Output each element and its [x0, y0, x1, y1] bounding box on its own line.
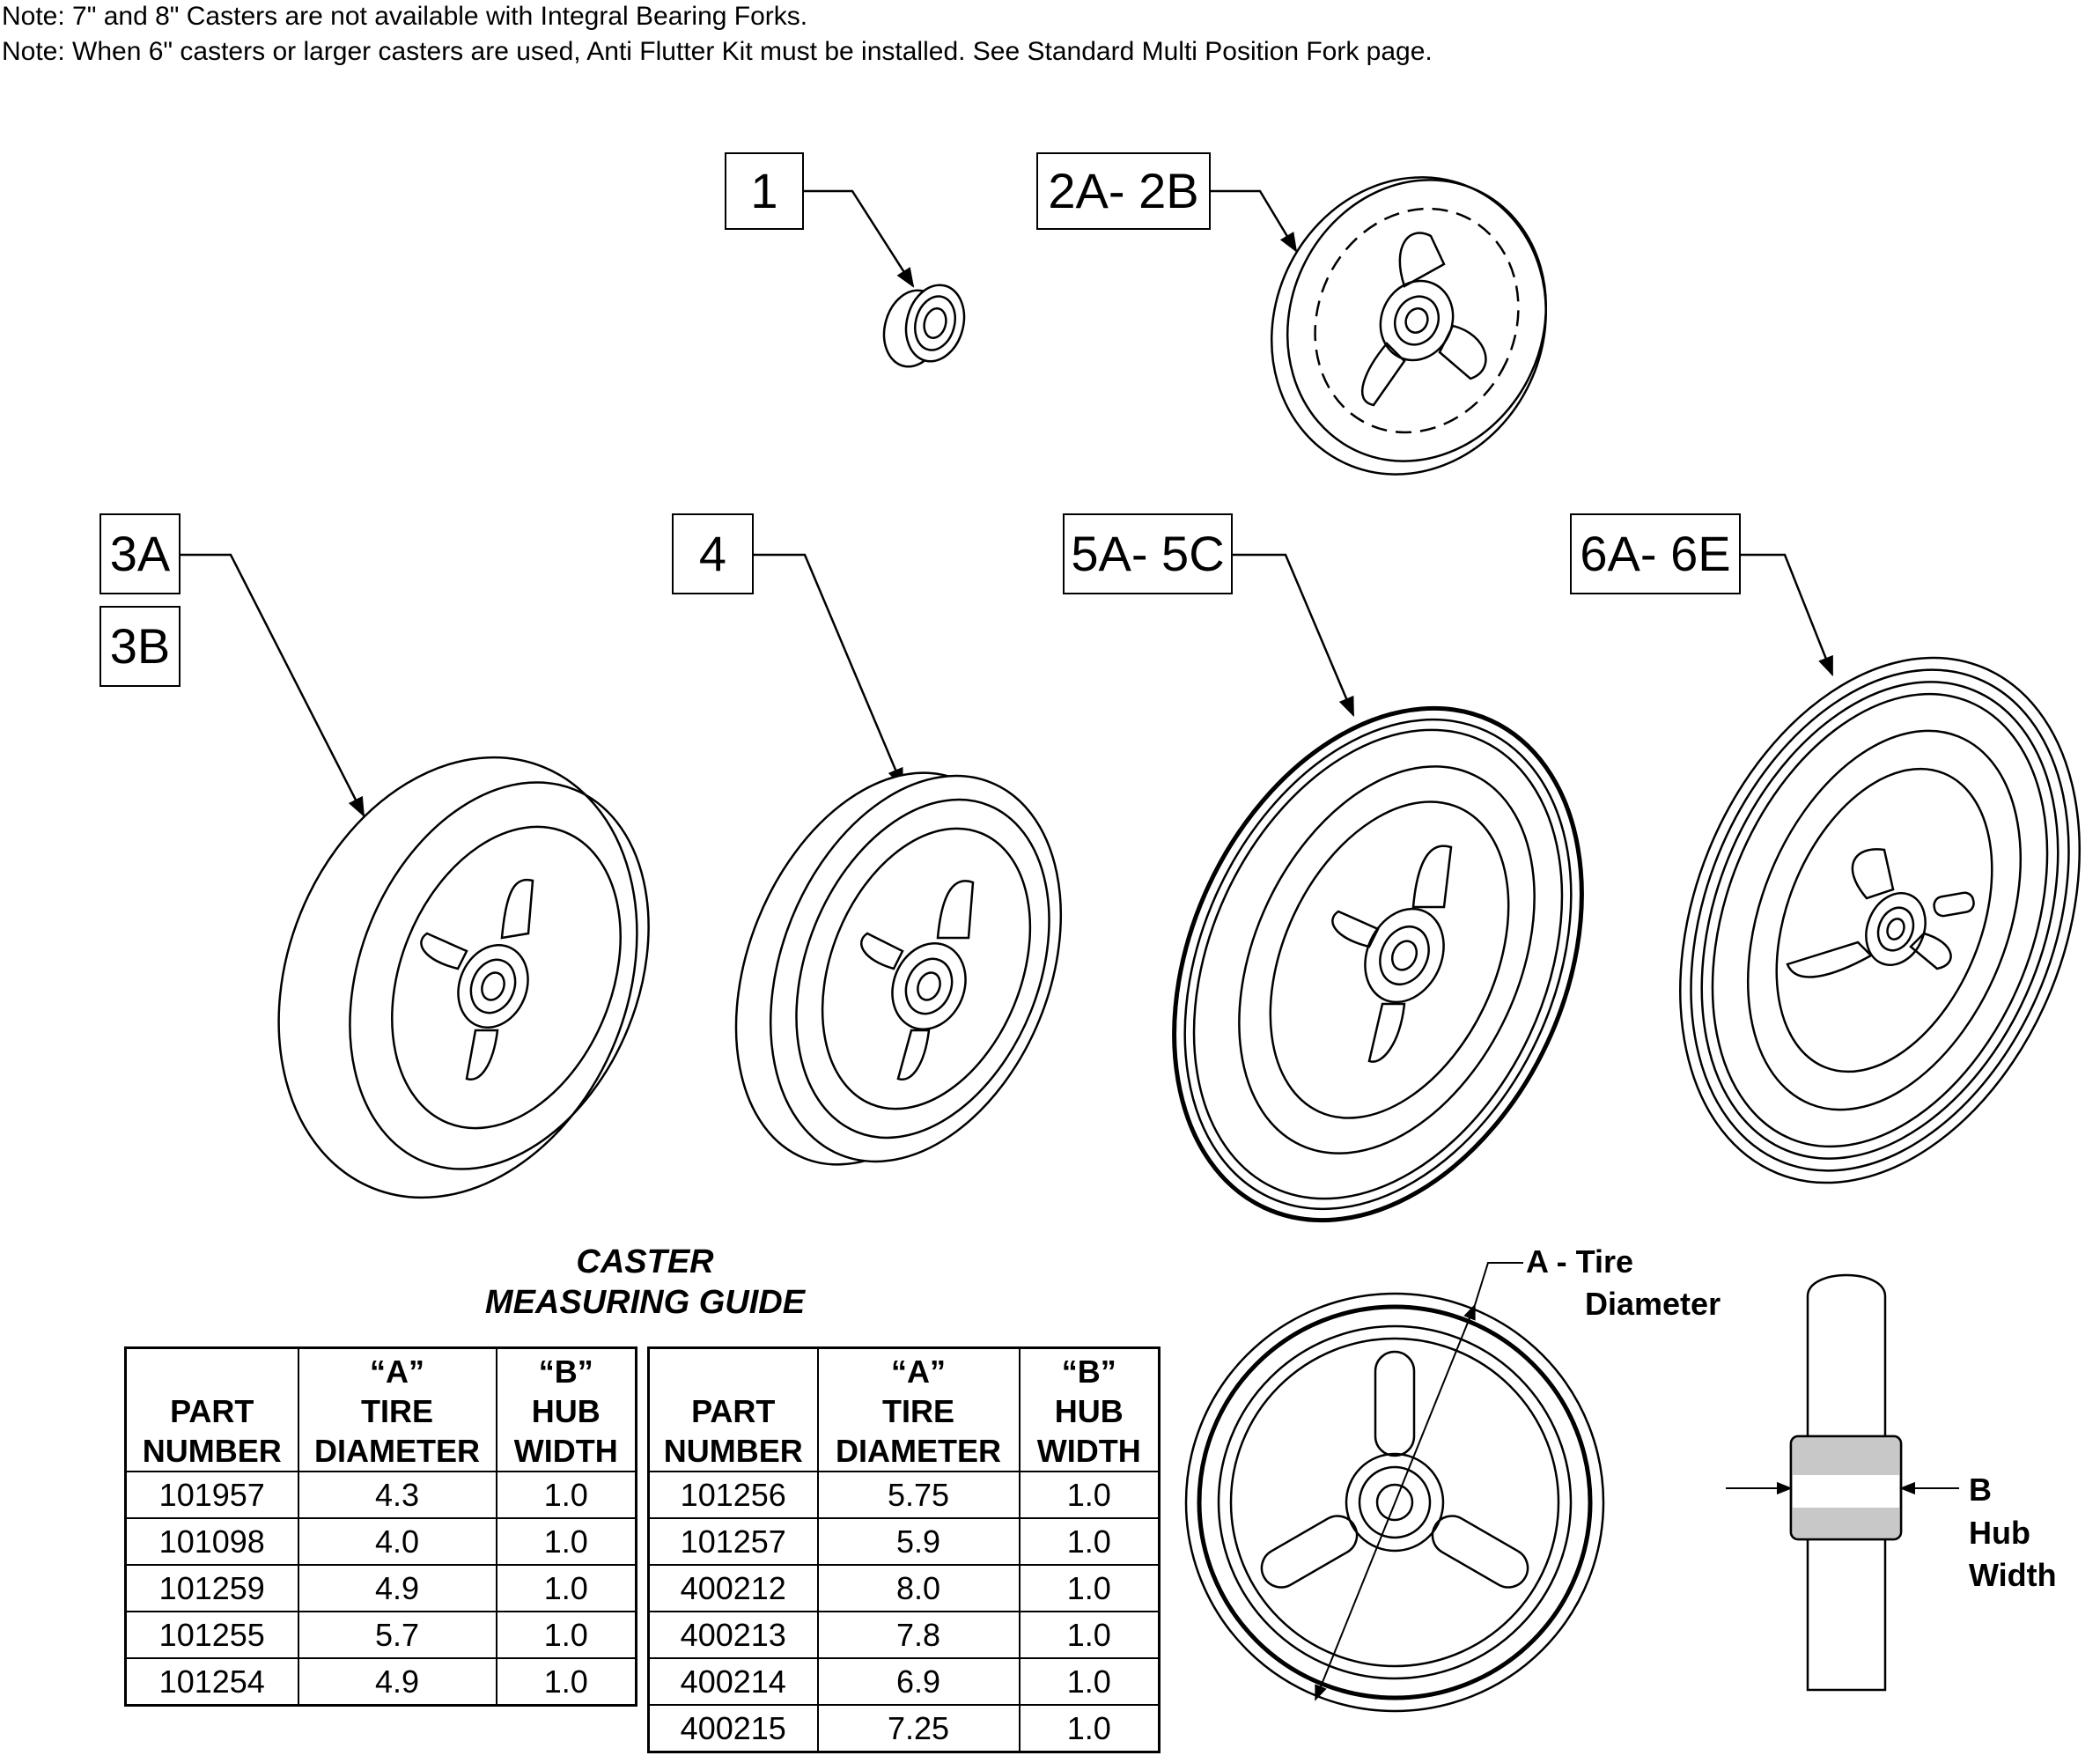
- part-number-cell: 101256: [647, 1471, 819, 1519]
- hub-width-cell: 1.0: [495, 1471, 637, 1519]
- hub-width-cell: 1.0: [495, 1517, 637, 1566]
- callout-5a-5c: 5A- 5C: [1063, 513, 1233, 594]
- hub-width-cell: 1.0: [1018, 1517, 1161, 1566]
- guide-title-line2: MEASURING GUIDE: [484, 1284, 806, 1321]
- tire-diameter-diagram: [1184, 1262, 1605, 1713]
- tire-diameter-cell: 5.9: [816, 1517, 1021, 1566]
- leader-5: [1233, 553, 1355, 718]
- hub-width-diagram: [1726, 1273, 1959, 1692]
- note-anti-flutter: Note: When 6" casters or larger casters …: [2, 37, 1433, 66]
- callout-1: 1: [725, 152, 804, 230]
- callout-3b: 3B: [99, 606, 181, 687]
- part-number-cell: 101254: [124, 1657, 299, 1707]
- bearing-icon: [882, 284, 966, 368]
- note-integral-bearing: Note: 7" and 8" Casters are not availabl…: [2, 2, 808, 31]
- hub-width-cell: 1.0: [495, 1611, 637, 1659]
- wheel-2-icon: [1270, 176, 1548, 476]
- callout-2a-2b: 2A- 2B: [1036, 152, 1211, 230]
- hub-width-cell: 1.0: [1018, 1564, 1161, 1612]
- hub-width-cell: 1.0: [1018, 1657, 1161, 1706]
- tire-diameter-cell: 4.9: [297, 1657, 497, 1707]
- tire-diameter-cell: 7.8: [816, 1611, 1021, 1659]
- tire-diameter-cell: 6.9: [816, 1657, 1021, 1706]
- hub-width-cell: 1.0: [495, 1564, 637, 1612]
- part-number-cell: 101098: [124, 1517, 299, 1566]
- tire-diameter-label-line1: A - Tire: [1526, 1243, 1634, 1280]
- tire-diameter-cell: 4.9: [297, 1564, 497, 1612]
- leader-4: [754, 553, 904, 789]
- tire-diameter-cell: 7.25: [816, 1704, 1021, 1753]
- part-number-cell: 101957: [124, 1471, 299, 1519]
- tire-diameter-cell: 4.3: [297, 1471, 497, 1519]
- leader-6: [1741, 553, 1834, 677]
- hub-width-cell: 1.0: [1018, 1471, 1161, 1519]
- callout-6a-6e: 6A- 6E: [1570, 513, 1741, 594]
- hub-width-cell: 1.0: [495, 1657, 637, 1707]
- part-number-cell: 400214: [647, 1657, 819, 1706]
- hub-width-cell: 1.0: [1018, 1704, 1161, 1753]
- leader-1: [804, 189, 915, 288]
- callout-3a: 3A: [99, 513, 181, 594]
- part-number-cell: 400213: [647, 1611, 819, 1659]
- hub-width-label-line3: Width: [1969, 1557, 2057, 1593]
- part-number-cell: 400215: [647, 1704, 819, 1753]
- wheel-6-icon: [1679, 656, 2081, 1184]
- hub-width-cell: 1.0: [1018, 1611, 1161, 1659]
- wheel-3-icon: [277, 756, 650, 1199]
- part-number-cell: 101257: [647, 1517, 819, 1566]
- hub-width-label-line2: Hub: [1969, 1515, 2030, 1551]
- wheel-4-icon: [734, 771, 1063, 1166]
- guide-title-line1: CASTER: [576, 1243, 714, 1280]
- guide-title: CASTER MEASURING GUIDE: [467, 1242, 823, 1323]
- tire-diameter-cell: 8.0: [816, 1564, 1021, 1612]
- tire-diameter-cell: 5.7: [297, 1611, 497, 1659]
- tire-diameter-label-line2: Diameter: [1585, 1286, 1721, 1322]
- hub-width-label-line1: B: [1969, 1472, 1992, 1508]
- tire-diameter-cell: 4.0: [297, 1517, 497, 1566]
- tire-diameter-cell: 5.75: [816, 1471, 1021, 1519]
- leader-3: [181, 553, 365, 818]
- leader-2: [1211, 189, 1298, 253]
- part-number-cell: 101255: [124, 1611, 299, 1659]
- part-number-cell: 400212: [647, 1564, 819, 1612]
- part-number-cell: 101259: [124, 1564, 299, 1612]
- callout-4: 4: [672, 513, 754, 594]
- wheel-5-icon: [1172, 705, 1584, 1223]
